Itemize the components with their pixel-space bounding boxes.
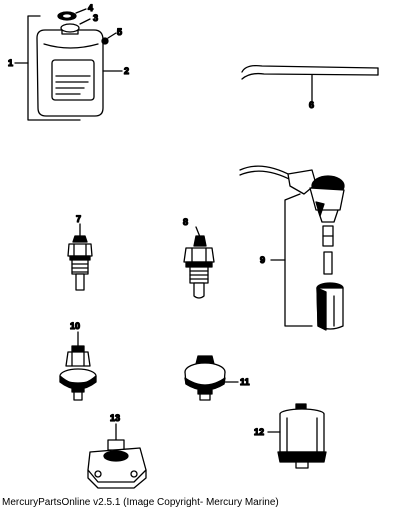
callout-2: 2 (124, 66, 129, 76)
temperature-sender (67, 223, 93, 291)
callout-8: 8 (183, 217, 188, 227)
reservoir-shoulder (43, 43, 99, 49)
callout-1: 1 (8, 58, 13, 68)
callout-10: 10 (70, 321, 80, 331)
reservoir-label (51, 59, 95, 101)
reservoir-screw (101, 37, 109, 45)
callout-13: 13 (110, 413, 120, 423)
reservoir-assembly (14, 8, 123, 121)
callout-4: 4 (88, 3, 93, 13)
callout-6: 6 (309, 100, 314, 110)
callout-12: 12 (254, 427, 264, 437)
sender-wire (239, 165, 293, 177)
reservoir-body (36, 29, 104, 117)
callout-11: 11 (240, 377, 250, 387)
reservoir-cap (60, 23, 80, 33)
sender-assembly (239, 165, 345, 331)
callout-9: 9 (260, 255, 265, 265)
callout-7: 7 (76, 214, 81, 224)
copyright-caption: MercuryPartsOnline v2.5.1 (Image Copyrig… (2, 497, 279, 508)
pressure-sender (59, 331, 97, 401)
callout-3: 3 (93, 13, 98, 23)
temperature-switch (183, 226, 215, 299)
reservoir-bracket (27, 15, 81, 121)
oil-hose (241, 64, 379, 102)
mounted-sensor (87, 423, 147, 489)
callout-5: 5 (117, 27, 122, 37)
cylinder-sender (267, 403, 327, 469)
pressure-switch (184, 355, 239, 401)
